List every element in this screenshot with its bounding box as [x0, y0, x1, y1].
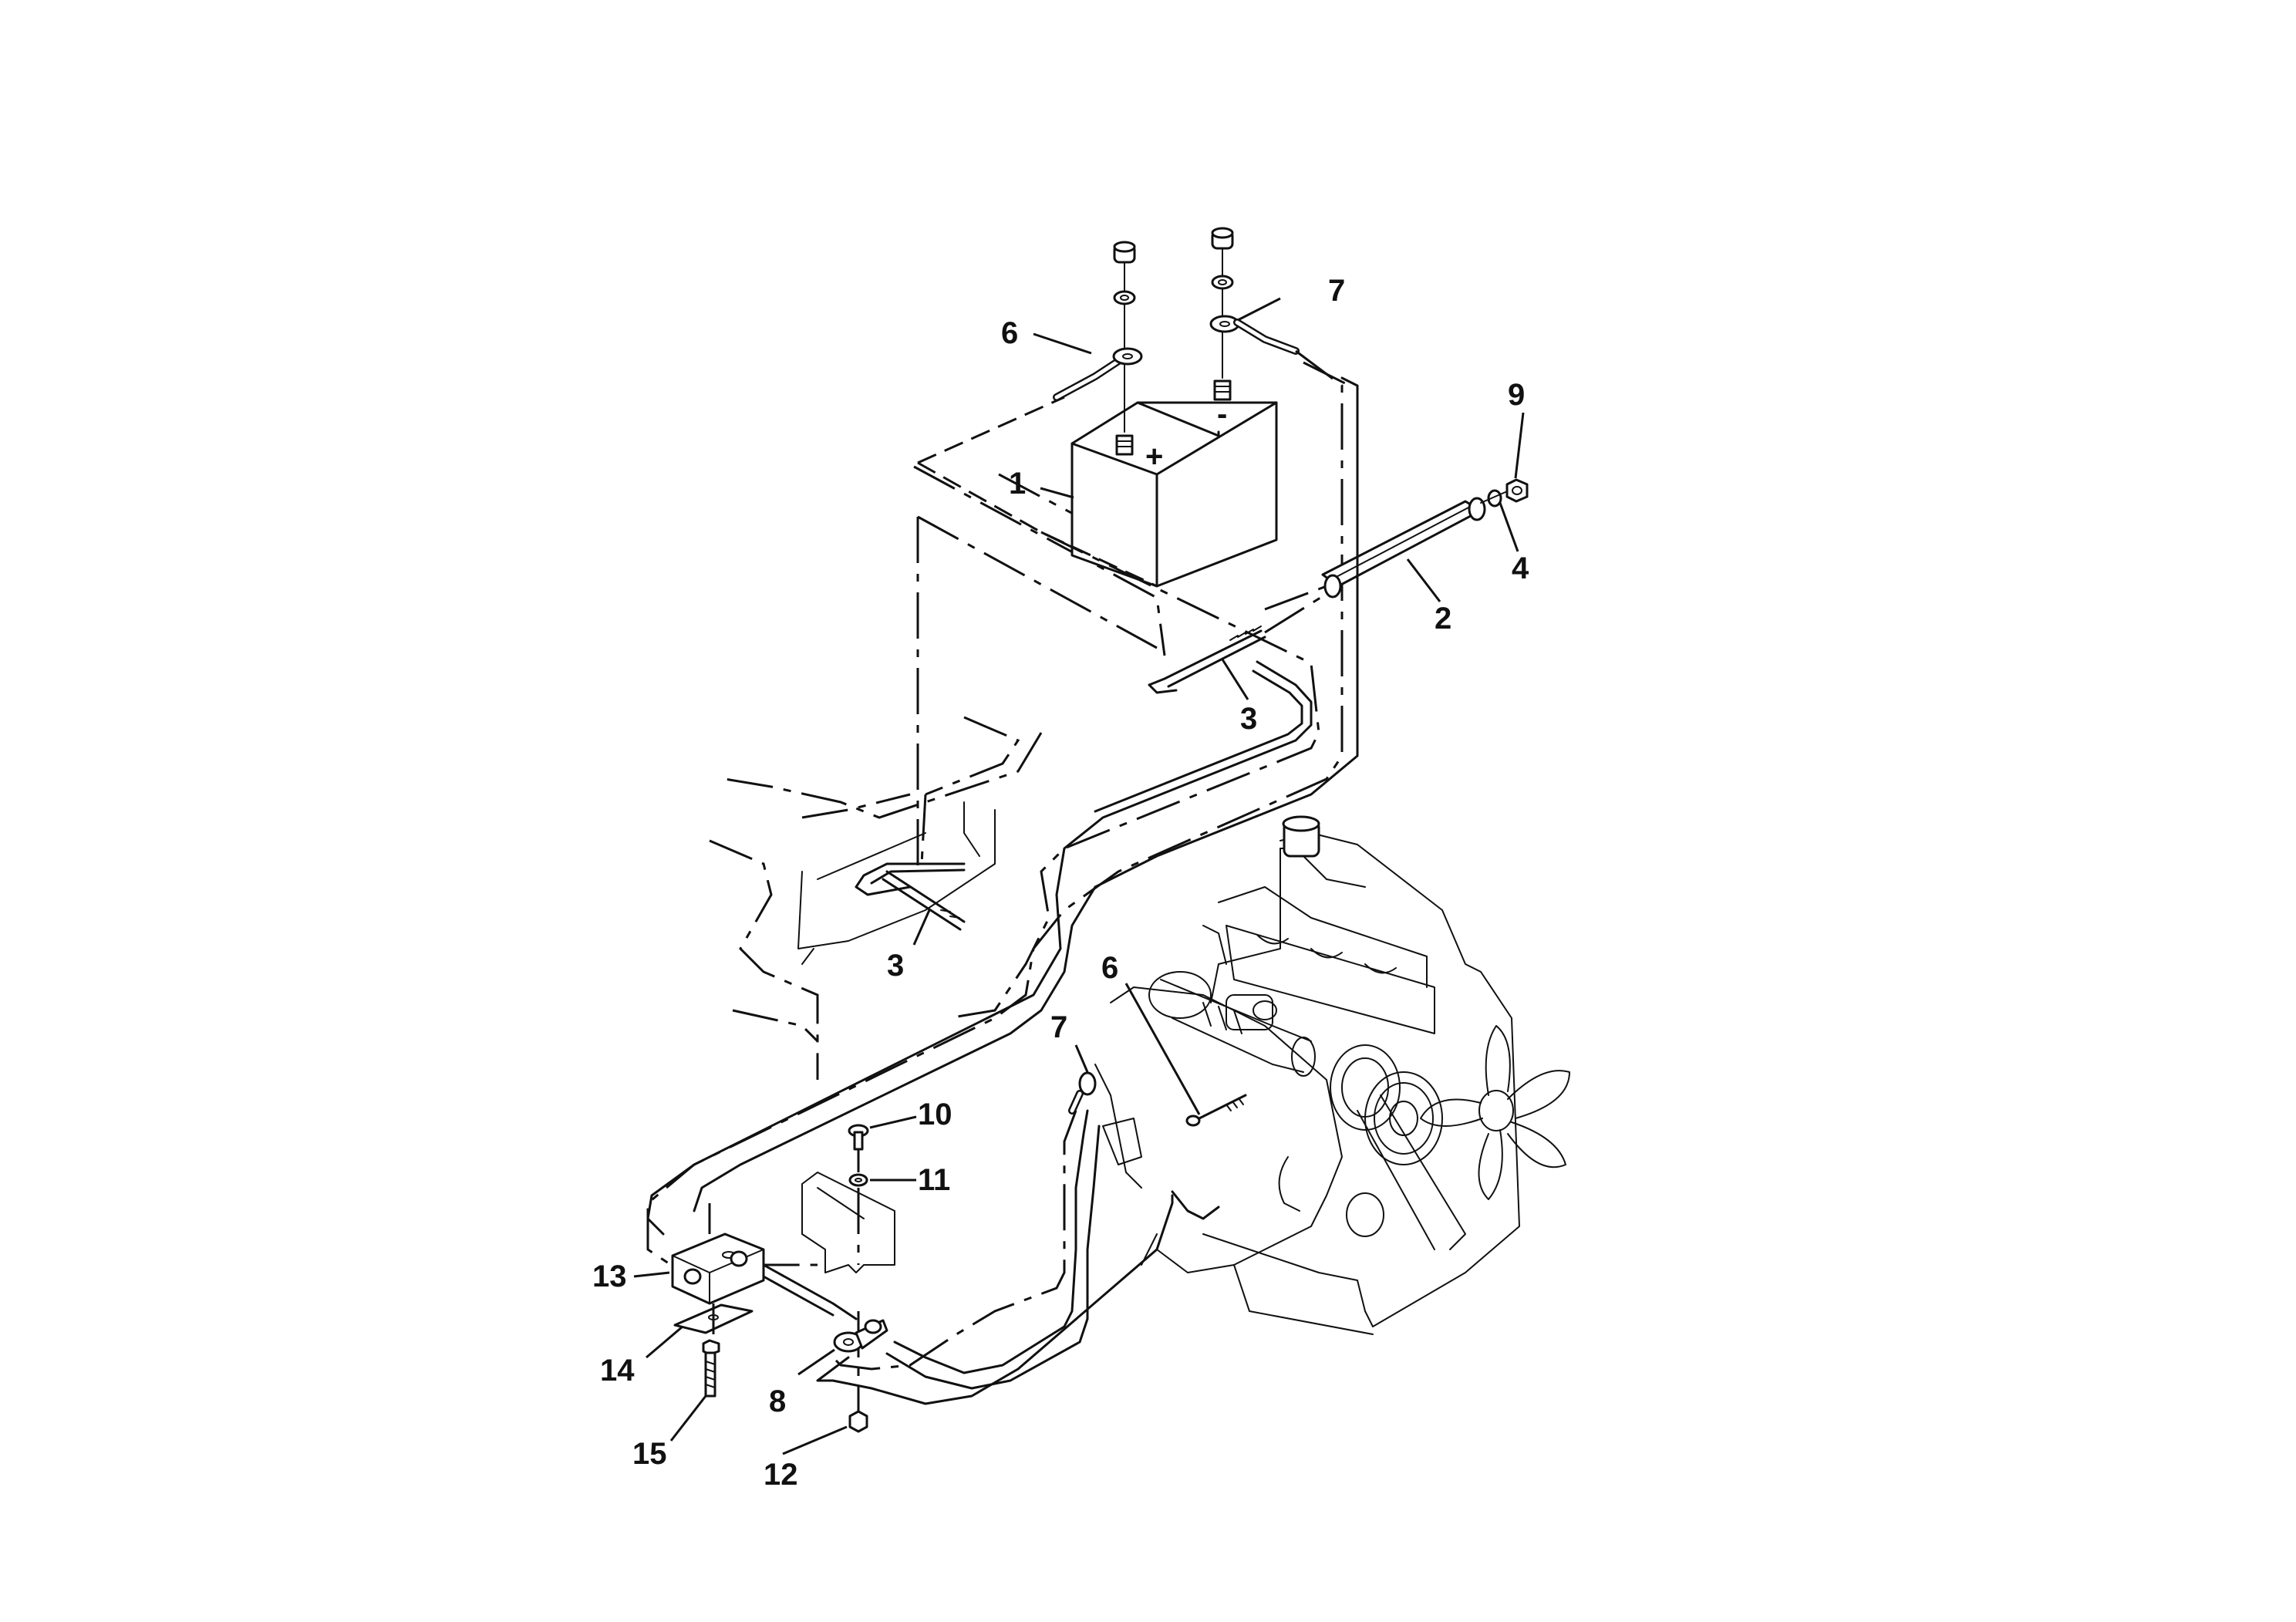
callout-4: 4 — [1512, 551, 1529, 585]
washer-icon — [1487, 489, 1502, 508]
terminal-hardware — [1113, 227, 1234, 433]
negative-cable — [646, 315, 1350, 1266]
callout-13: 13 — [592, 1259, 627, 1293]
starter-cable — [948, 531, 1320, 1020]
callout-6-upper: 6 — [1001, 316, 1018, 350]
battery: + - — [1070, 379, 1278, 588]
negative-terminal — [1213, 379, 1232, 401]
main-cable-run — [646, 376, 1359, 1405]
mounting-block — [671, 1203, 765, 1305]
callout-15: 15 — [632, 1437, 667, 1471]
callout-3-upper: 3 — [1240, 702, 1257, 736]
j-bolt-lower — [855, 862, 966, 931]
leader-lines — [633, 297, 1525, 1455]
engine — [1094, 815, 1570, 1335]
fan-icon — [1420, 1025, 1570, 1200]
callout-labels: 1 2 3 3 4 6 6 7 7 8 9 10 11 12 13 14 15 — [592, 274, 1529, 1492]
negative-sign: - — [1217, 397, 1227, 431]
callout-10: 10 — [918, 1098, 952, 1131]
bolt-icon — [848, 1124, 869, 1172]
frame-bracket — [801, 1172, 895, 1273]
mounting-plate — [673, 1303, 754, 1334]
callout-9: 9 — [1508, 378, 1525, 412]
ground-cable — [831, 1071, 1097, 1371]
nut-icon — [848, 1410, 868, 1433]
callout-6-lower: 6 — [1101, 951, 1118, 985]
callout-1: 1 — [1009, 467, 1026, 501]
starter-motor — [1148, 971, 1316, 1077]
bolt-icon — [702, 1339, 720, 1398]
callout-8: 8 — [769, 1384, 786, 1418]
nut-icon — [1211, 227, 1234, 250]
callout-2: 2 — [1435, 602, 1451, 636]
washer-icon — [1211, 275, 1234, 290]
cable-clamp — [833, 1319, 888, 1353]
nut-icon — [1505, 478, 1529, 503]
battery-tray-phantom — [709, 465, 1166, 1080]
callout-7-lower: 7 — [1050, 1010, 1067, 1044]
nut-icon — [1113, 241, 1136, 264]
j-bolt-upper — [1148, 592, 1327, 694]
callout-12: 12 — [764, 1458, 798, 1492]
callout-7-upper: 7 — [1328, 274, 1345, 308]
positive-terminal — [1115, 434, 1134, 456]
hold-down-clamp — [1264, 497, 1486, 611]
washer-icon — [848, 1173, 868, 1187]
positive-sign: + — [1145, 440, 1163, 474]
starter-stud — [1185, 1094, 1247, 1127]
callout-11: 11 — [918, 1163, 950, 1197]
positive-cable — [917, 347, 1158, 588]
callout-3-lower: 3 — [887, 949, 904, 983]
callout-14: 14 — [600, 1354, 635, 1388]
washer-icon — [1113, 290, 1136, 305]
